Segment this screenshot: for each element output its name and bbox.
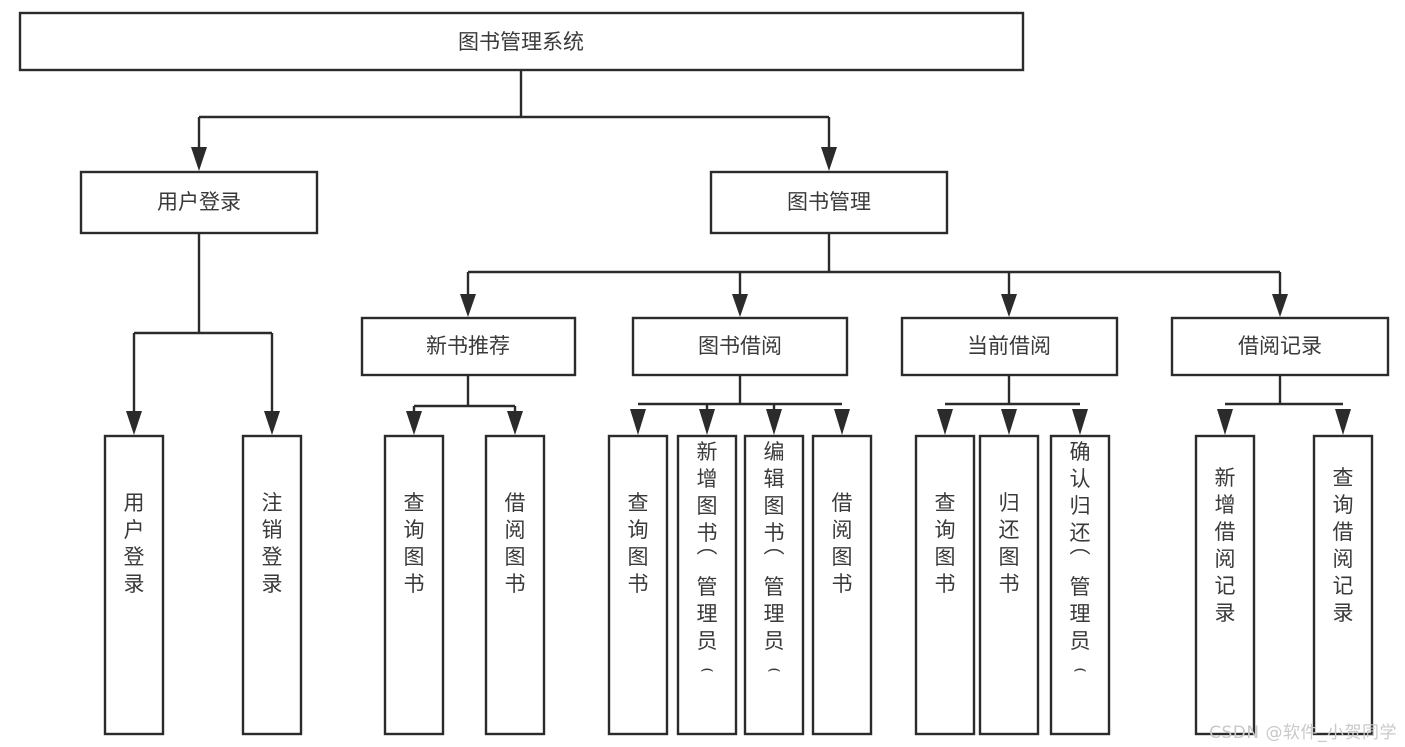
connector-group-root xyxy=(191,70,837,171)
node-leaf-5-label: 查询图书 xyxy=(628,491,649,596)
node-leaf-11-box[interactable] xyxy=(1049,434,1111,736)
connector-group-records xyxy=(1217,375,1351,435)
arrow-head-leaf-9 xyxy=(937,409,953,435)
node-leaf-10[interactable]: 归还图书 xyxy=(978,434,1040,736)
node-newbook-box[interactable] xyxy=(360,316,577,377)
node-leaf-8-box[interactable] xyxy=(811,434,873,736)
node-leaf-13-box[interactable] xyxy=(1312,434,1374,736)
node-leaf-5[interactable]: 查询图书 xyxy=(607,434,669,736)
node-leaf-6[interactable]: 新增图书⌒管理员⌢ xyxy=(676,434,738,736)
node-leaf-2-label: 注销登录 xyxy=(262,491,283,596)
node-leaf-11[interactable]: 确认归还⌒管理员⌢ xyxy=(1049,434,1111,736)
node-leaf-4-label: 借阅图书 xyxy=(505,491,526,596)
node-root-box[interactable] xyxy=(18,11,1025,72)
node-current[interactable]: 当前借阅 xyxy=(900,316,1119,377)
node-login[interactable]: 用户登录 xyxy=(79,170,319,235)
node-borrow[interactable]: 图书借阅 xyxy=(631,316,849,377)
node-borrow-label: 图书借阅 xyxy=(698,334,782,358)
arrow-head-leaf-2 xyxy=(264,411,280,435)
node-leaf-2[interactable]: 注销登录 xyxy=(241,434,303,736)
node-leaf-1[interactable]: 用户登录 xyxy=(103,434,165,736)
node-leaf-7-label: 编辑图书⌒管理员⌢ xyxy=(764,440,785,680)
node-leaf-5-box[interactable] xyxy=(607,434,669,736)
node-leaf-10-box[interactable] xyxy=(978,434,1040,736)
node-root[interactable]: 图书管理系统 xyxy=(18,11,1025,72)
node-login-label: 用户登录 xyxy=(157,190,241,214)
connector-group-current xyxy=(937,375,1088,435)
arrow-head-bookmgmt xyxy=(821,147,837,171)
connector-group-login xyxy=(126,233,280,435)
node-records-label: 借阅记录 xyxy=(1238,334,1322,358)
arrow-head-leaf-12 xyxy=(1217,409,1233,435)
node-leaf-9-box[interactable] xyxy=(914,434,976,736)
node-leaf-3[interactable]: 查询图书 xyxy=(383,434,445,736)
node-leaf-1-label: 用户登录 xyxy=(124,491,145,596)
node-leaf-8-label: 借阅图书 xyxy=(832,491,853,596)
arrow-head-leaf-5 xyxy=(630,409,646,435)
node-leaf-6-label: 新增图书⌒管理员⌢ xyxy=(697,440,718,680)
node-leaf-7[interactable]: 编辑图书⌒管理员⌢ xyxy=(743,434,805,736)
arrow-head-records xyxy=(1272,294,1288,317)
arrow-head-login xyxy=(191,147,207,171)
node-leaf-4[interactable]: 借阅图书 xyxy=(484,434,546,736)
node-leaf-2-box[interactable] xyxy=(241,434,303,736)
node-leaf-3-label: 查询图书 xyxy=(404,491,425,596)
node-leaf-1-box[interactable] xyxy=(103,434,165,736)
connector-group-bookmgmt xyxy=(460,233,1288,317)
node-bookmgmt[interactable]: 图书管理 xyxy=(709,170,949,235)
arrow-head-leaf-13 xyxy=(1335,409,1351,435)
connector-group-newbook xyxy=(406,375,523,435)
node-leaf-9[interactable]: 查询图书 xyxy=(914,434,976,736)
arrow-head-leaf-11 xyxy=(1072,409,1088,435)
node-newbook[interactable]: 新书推荐 xyxy=(360,316,577,377)
node-bookmgmt-box[interactable] xyxy=(709,170,949,235)
node-leaf-8[interactable]: 借阅图书 xyxy=(811,434,873,736)
node-leaf-11-label: 确认归还⌒管理员⌢ xyxy=(1070,440,1091,680)
node-bookmgmt-label: 图书管理 xyxy=(787,190,871,214)
node-borrow-box[interactable] xyxy=(631,316,849,377)
node-leaf-12-label: 新增借阅记录 xyxy=(1215,466,1236,625)
node-leaf-7-box[interactable] xyxy=(743,434,805,736)
node-current-label: 当前借阅 xyxy=(967,334,1051,358)
arrow-head-current xyxy=(1001,294,1017,317)
node-leaf-3-box[interactable] xyxy=(383,434,445,736)
node-leaf-12-box[interactable] xyxy=(1194,434,1256,736)
node-leaf-13[interactable]: 查询借阅记录 xyxy=(1312,434,1374,736)
watermark-text: CSDN @软件_小贺同学 xyxy=(1209,723,1397,743)
node-current-box[interactable] xyxy=(900,316,1119,377)
node-leaf-9-label: 查询图书 xyxy=(935,491,956,596)
node-newbook-label: 新书推荐 xyxy=(426,334,510,358)
arrow-head-leaf-3 xyxy=(406,411,422,435)
arrow-head-leaf-10 xyxy=(1001,409,1017,435)
arrow-head-leaf-4 xyxy=(507,411,523,435)
arrow-head-leaf-7 xyxy=(766,409,782,435)
node-leaf-6-box[interactable] xyxy=(676,434,738,736)
node-leaf-4-box[interactable] xyxy=(484,434,546,736)
node-records[interactable]: 借阅记录 xyxy=(1170,316,1390,377)
arrow-head-newbook xyxy=(460,294,476,317)
node-root-label: 图书管理系统 xyxy=(458,30,584,54)
arrow-head-leaf-8 xyxy=(834,409,850,435)
arrow-head-borrow xyxy=(732,294,748,317)
arrow-head-leaf-6 xyxy=(699,409,715,435)
node-login-box[interactable] xyxy=(79,170,319,235)
connector-group-borrow xyxy=(630,375,850,435)
node-leaf-12[interactable]: 新增借阅记录 xyxy=(1194,434,1256,736)
node-records-box[interactable] xyxy=(1170,316,1390,377)
node-leaf-10-label: 归还图书 xyxy=(999,491,1020,596)
node-leaf-13-label: 查询借阅记录 xyxy=(1333,466,1354,625)
arrow-head-leaf-1 xyxy=(126,411,142,435)
